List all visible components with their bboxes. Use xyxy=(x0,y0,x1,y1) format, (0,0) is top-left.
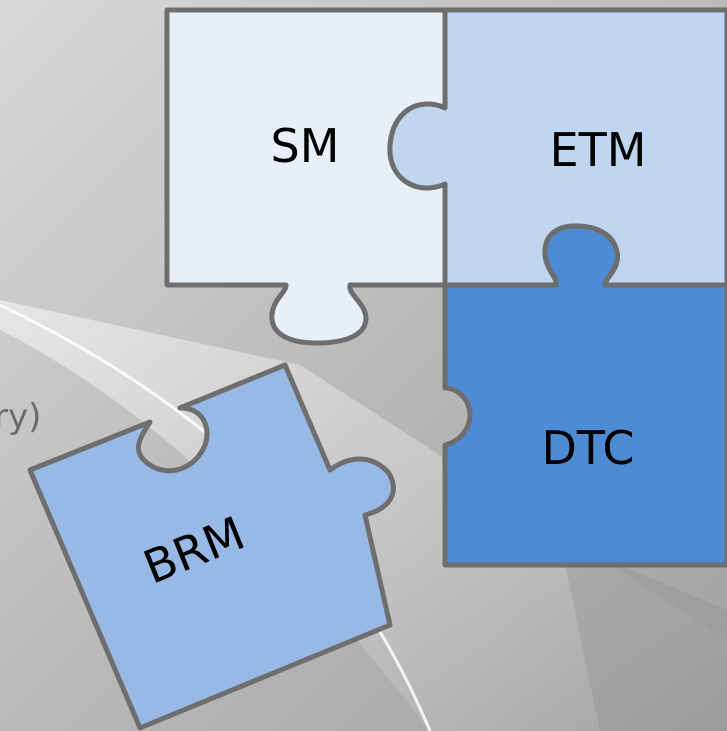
label-dtc: DTC xyxy=(542,421,635,475)
background-shadow xyxy=(560,540,727,731)
puzzle-piece-brm xyxy=(27,362,396,731)
puzzle-piece-dtc xyxy=(442,223,727,568)
label-etm: ETM xyxy=(550,123,647,177)
edge-text: ry) xyxy=(0,397,41,437)
label-sm: SM xyxy=(271,119,340,173)
